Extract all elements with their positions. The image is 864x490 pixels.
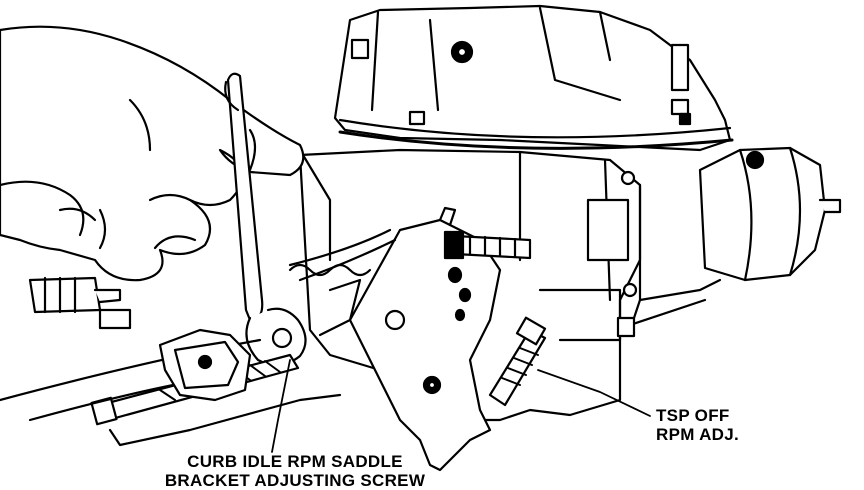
return-spring [288,263,372,337]
callout-curb-line2: BRACKET ADJUSTING SCREW [164,471,426,490]
leader-curb-idle [271,359,291,453]
callout-tsp-off-rpm-adj: TSP OFF RPM ADJ. [656,406,739,444]
hand [0,25,305,282]
throttle-linkage [288,206,502,472]
carburetor-air-horn [333,4,734,152]
vacuum-diaphragm [616,146,842,338]
tsp-off-adjusting-screw [488,316,547,407]
callout-curb-idle-screw: CURB IDLE RPM SADDLE BRACKET ADJUSTING S… [150,452,440,490]
callout-curb-line1: CURB IDLE RPM SADDLE [187,452,403,471]
callout-tsp-line1: TSP OFF [656,406,730,425]
fuel-inlet-fitting [28,276,132,330]
wrench [224,72,307,367]
saddle-bracket [158,328,252,402]
idle-stop-screw [443,230,532,260]
callout-tsp-line2: RPM ADJ. [656,425,740,444]
leader-tsp-off [537,369,651,417]
leader-lines [271,359,651,453]
